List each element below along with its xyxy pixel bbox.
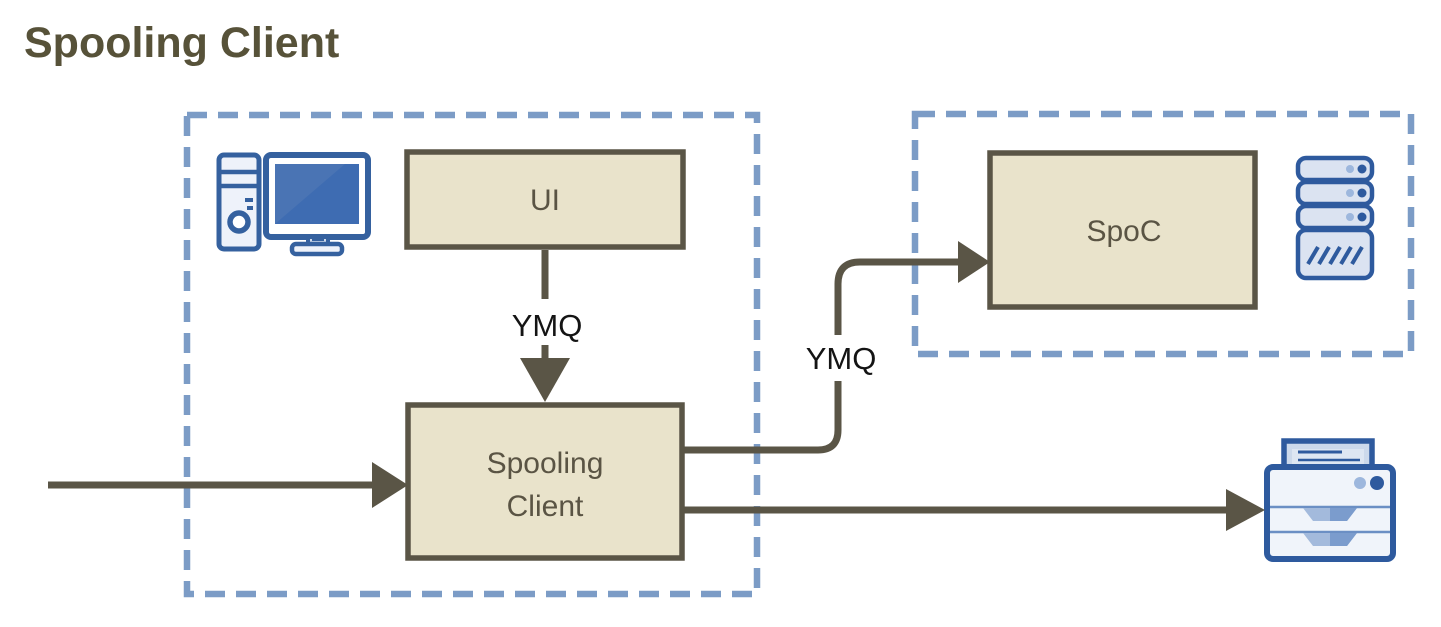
arrowhead-down (520, 358, 570, 402)
drawer-handle-shade (1330, 533, 1357, 546)
server-led (1357, 164, 1367, 174)
server-led (1346, 189, 1354, 197)
server-led (1346, 165, 1354, 173)
printer-led (1370, 476, 1384, 490)
spooling-client-node-label-line1: Spooling (487, 447, 604, 480)
external-input-edge (48, 462, 408, 508)
arrowhead-right (958, 241, 990, 283)
arrowhead-right (1226, 489, 1265, 531)
spooling-client-to-printer-edge (682, 489, 1265, 531)
server-led (1346, 213, 1354, 221)
client-group-boundary (183, 111, 761, 598)
server-vents (1306, 245, 1364, 266)
monitor-screen-sheen (275, 164, 345, 224)
server-led (1357, 212, 1367, 222)
edge-label-background (798, 335, 886, 381)
printer-led (1354, 477, 1366, 489)
edge-label-background (504, 299, 588, 345)
tower-led (247, 206, 253, 210)
spoc-node-box (987, 150, 1258, 310)
printer-icon (1264, 438, 1396, 562)
ui-node-label: UI (530, 184, 560, 217)
spooling-client-node-box (405, 402, 685, 561)
arrowhead-right (372, 462, 408, 508)
spooling-client-node-label-line2: Client (507, 490, 584, 523)
edge-label-ymq: YMQ (806, 341, 877, 376)
drawer-handle-shade (1330, 508, 1357, 521)
desktop-computer-icon (216, 152, 371, 257)
edge-label-ymq: YMQ (512, 308, 583, 343)
ui-node: UI (404, 149, 686, 250)
tower-led (245, 198, 253, 202)
ui-node-box (404, 149, 686, 250)
monitor-neck-notch (312, 236, 324, 241)
monitor-base (289, 241, 345, 257)
page-title: Spooling Client (24, 19, 339, 67)
server-led (1357, 188, 1367, 198)
spooling-client-to-spoc-edge: YMQ (682, 241, 990, 454)
ui-to-spooling-client-edge: YMQ (504, 250, 588, 402)
spoc-node: SpoC (987, 150, 1258, 310)
spoc-node-label: SpoC (1086, 215, 1161, 248)
spoc-group-boundary (911, 110, 1415, 358)
spooling-client-node: Spooling Client (405, 402, 685, 561)
server-icon (1295, 155, 1375, 281)
tower-power-button (227, 210, 251, 234)
